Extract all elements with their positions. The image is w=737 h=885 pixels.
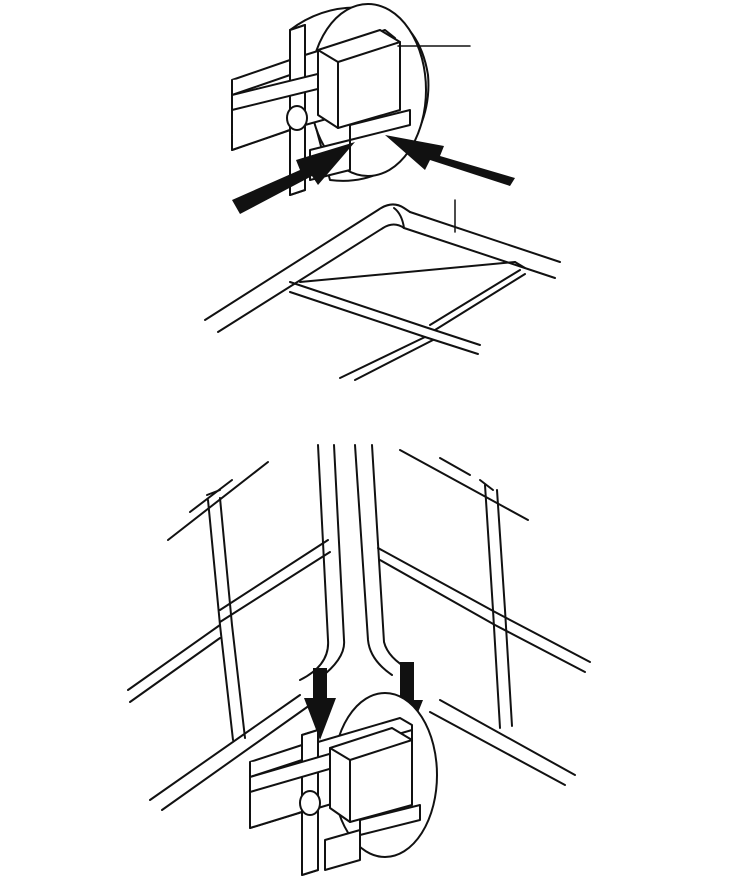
bottom-tile-spacer-icon	[249, 692, 438, 876]
top-tile-spacer-icon	[231, 3, 471, 196]
insert-arrow-icon	[232, 135, 515, 214]
top-tile-grid	[204, 199, 561, 381]
bottom-panel	[127, 444, 591, 876]
bottom-tile-grid	[127, 444, 591, 811]
top-panel	[204, 3, 561, 381]
